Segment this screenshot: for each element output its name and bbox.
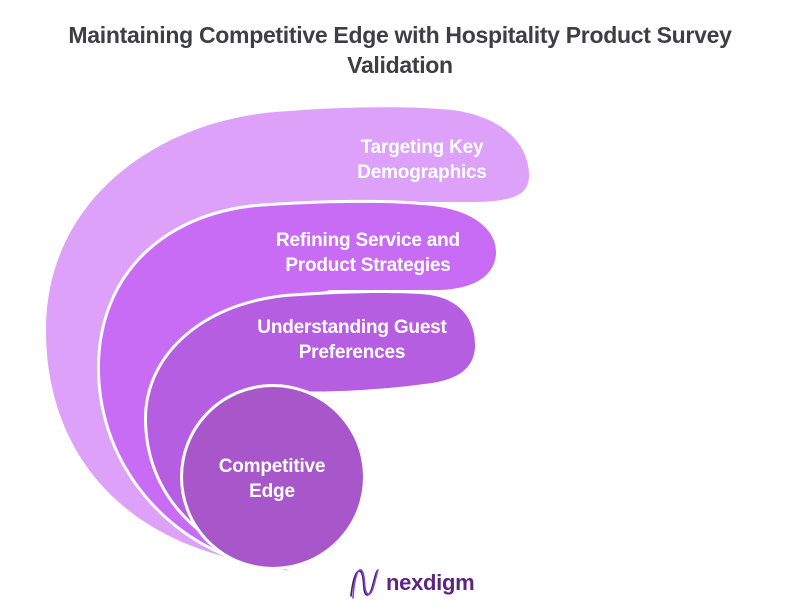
layer-shape-competitive-edge-circle xyxy=(180,384,366,570)
layer-label-targeting-key-demographics: Targeting Key Demographics xyxy=(357,137,487,183)
brand-footer: nexdigm xyxy=(348,563,475,603)
layer-label-competitive-edge: Competitive Edge xyxy=(218,456,326,502)
page-title: Maintaining Competitive Edge with Hospit… xyxy=(68,22,732,78)
nexdigm-wave-n-icon xyxy=(350,569,379,599)
logo-wordmark: nexdigm xyxy=(386,570,475,595)
layer-label-understanding-guest-preferences: Understanding Guest Preferences xyxy=(257,317,447,363)
layer-label-refining-service-product-strategies: Refining Service and Product Strategies xyxy=(276,230,460,276)
